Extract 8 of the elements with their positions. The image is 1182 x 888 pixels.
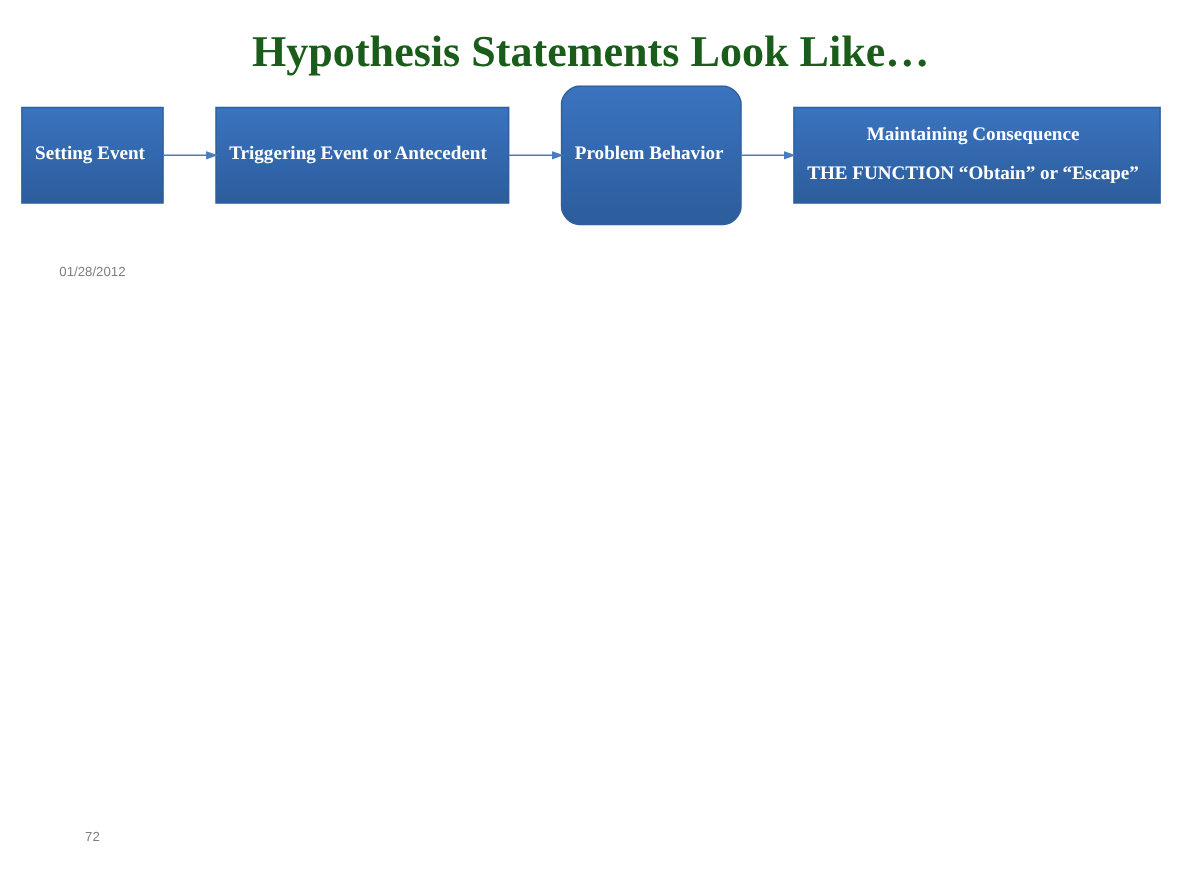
node-box: Problem Behavior — [560, 84, 742, 225]
node-box: Setting Event — [21, 105, 164, 203]
node-box: Maintaining Consequence THE FUNCTION “Obtain” or “Escape” — [793, 105, 1161, 203]
node-box: Triggering Event or Antecedent — [215, 105, 510, 203]
diagram-title: Hypothesis Statements Look Like… — [252, 24, 930, 75]
arrow — [740, 150, 796, 159]
arrow — [162, 150, 218, 159]
arrow — [508, 150, 564, 159]
